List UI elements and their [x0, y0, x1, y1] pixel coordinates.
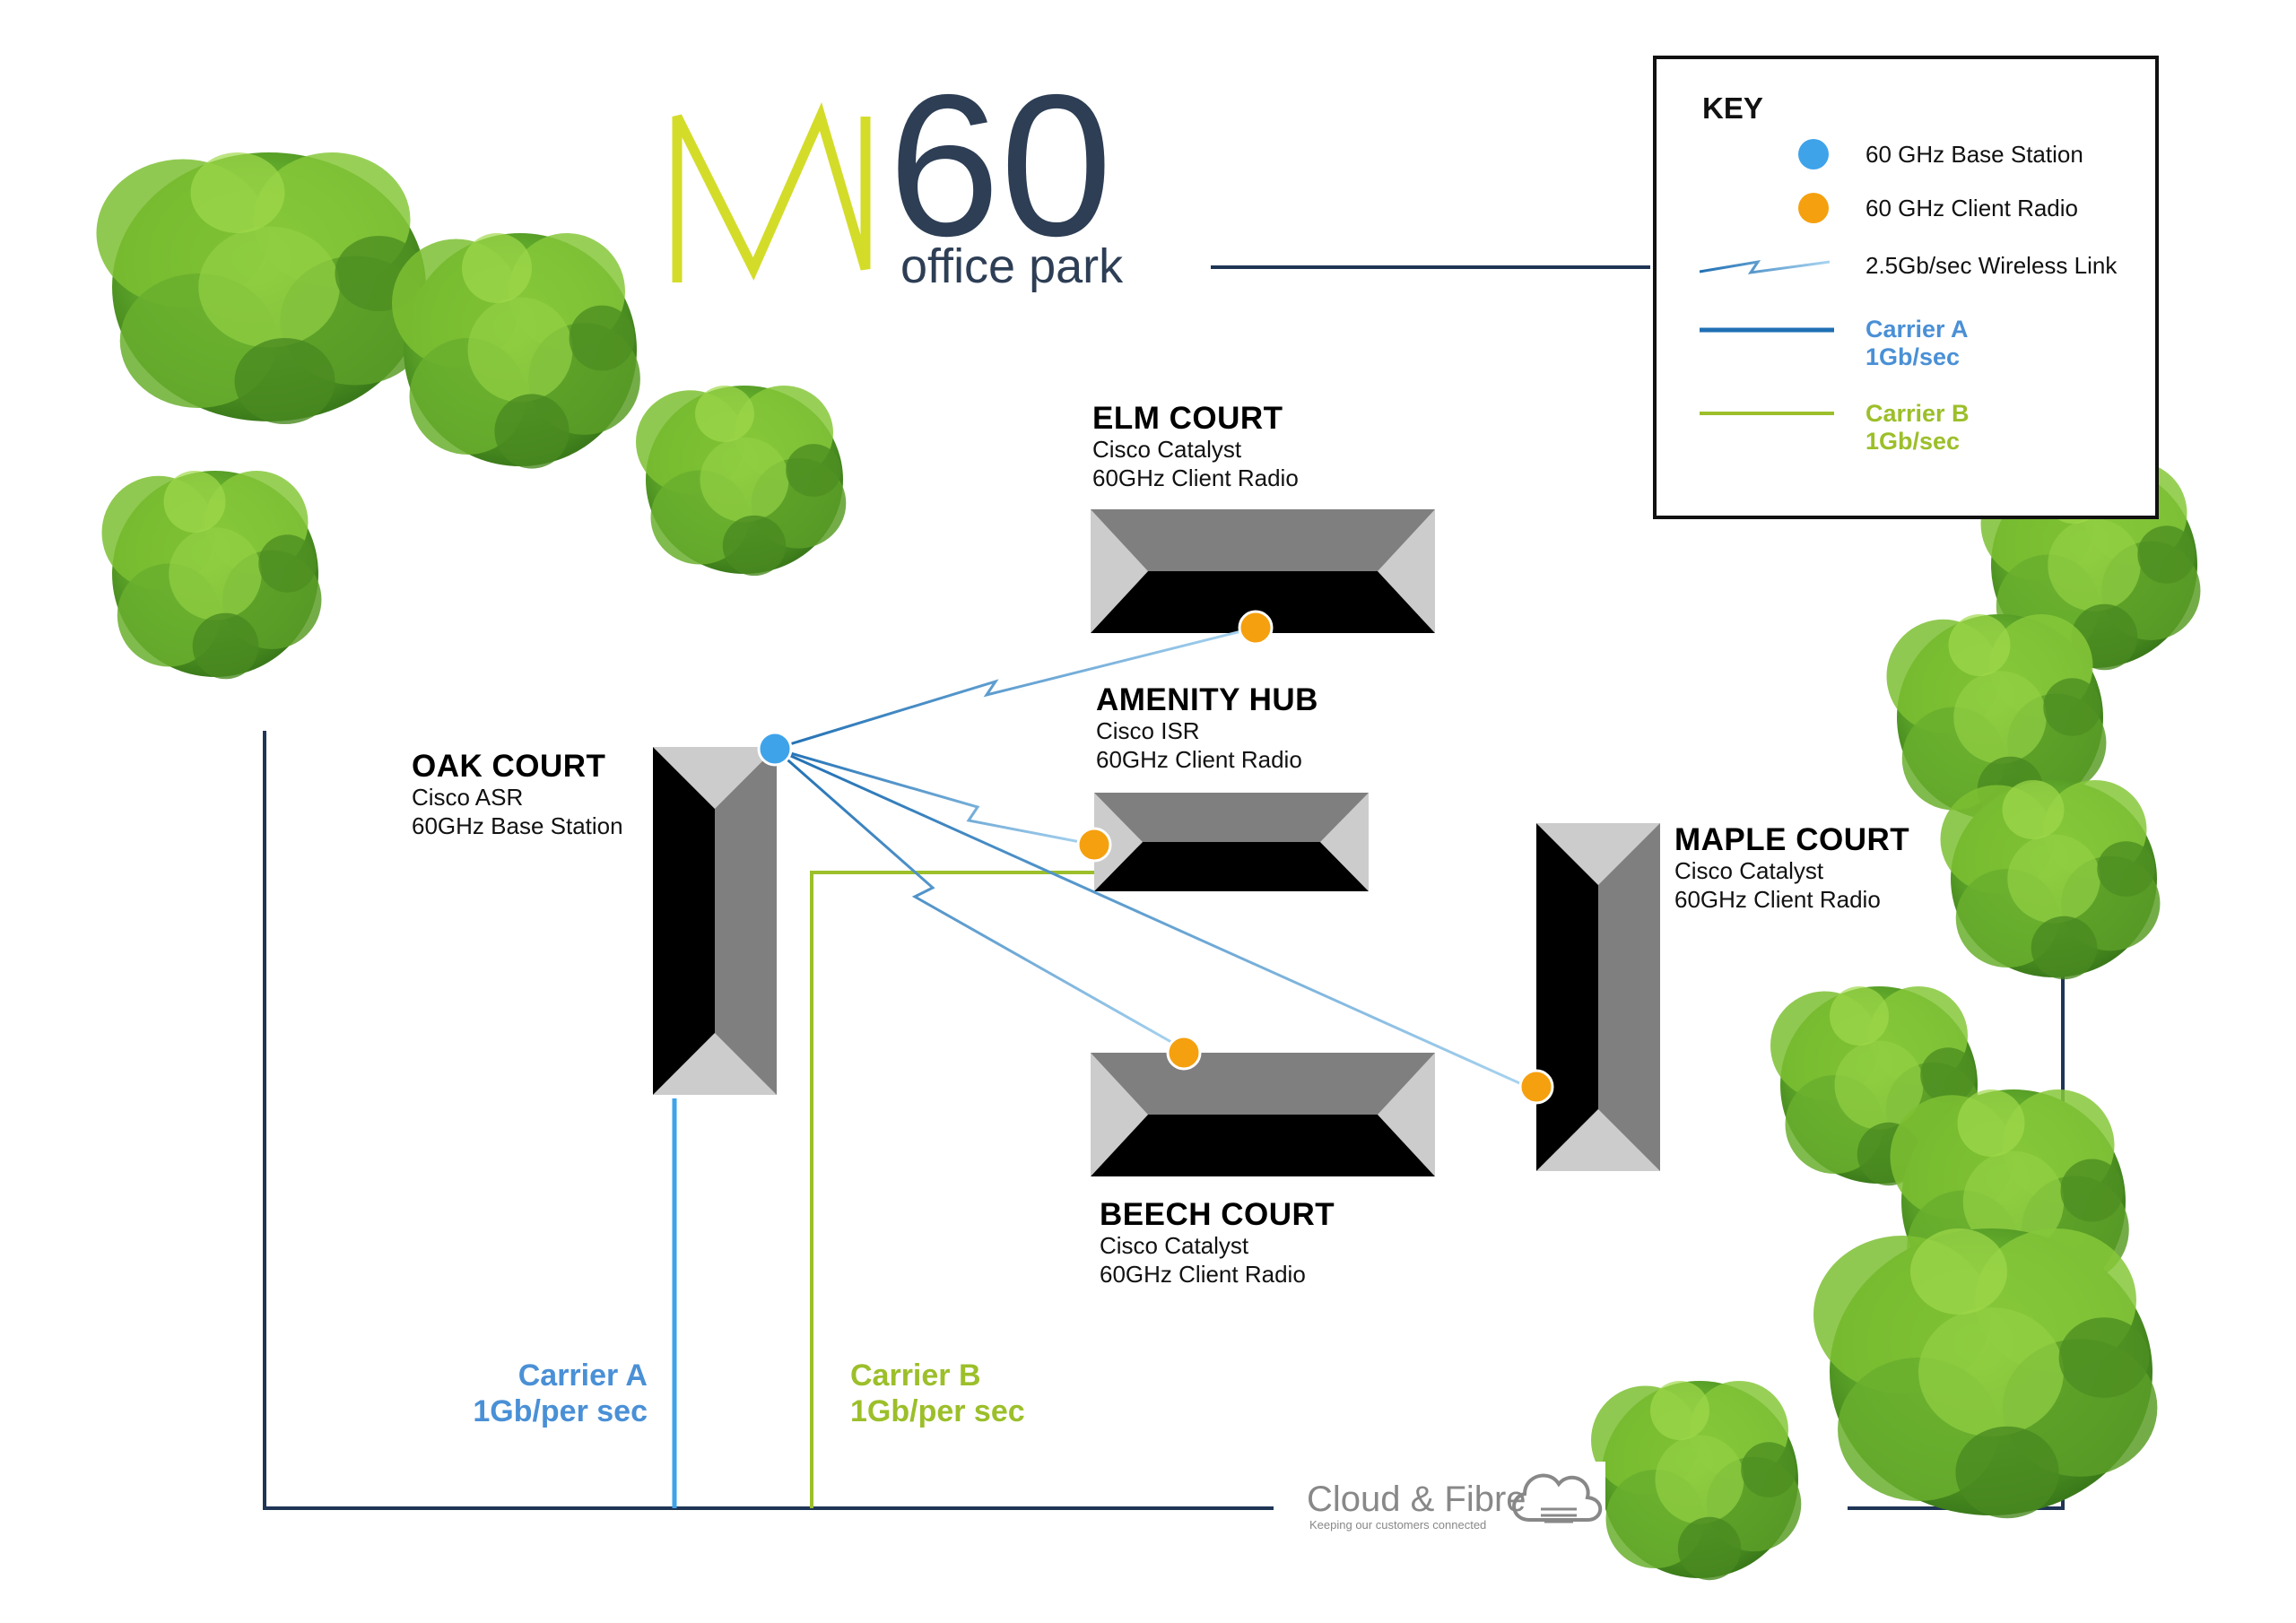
oak-court-line2: 60GHz Base Station	[412, 812, 623, 839]
logo-subtitle: office park	[900, 239, 1124, 293]
carrier-b-line	[810, 871, 1099, 1508]
oak-court-title: OAK COURT	[412, 749, 605, 784]
legend-client-radio: 60 GHz Client Radio	[1866, 195, 2078, 221]
building-oak-court	[653, 747, 777, 1095]
tree-icon	[1591, 462, 2201, 1581]
carrier-b-name: Carrier B	[850, 1358, 981, 1393]
provider-tagline: Keeping our customers connected	[1309, 1518, 1486, 1532]
cloud-icon	[1512, 1473, 1603, 1523]
base-station-oak-icon	[757, 731, 793, 767]
legend-carrier-a-speed: 1Gb/sec	[1866, 343, 1960, 370]
beech-court-title: BEECH COURT	[1100, 1197, 1335, 1232]
beech-court-line1: Cisco Catalyst	[1100, 1232, 1249, 1259]
label-beech-court: BEECH COURT Cisco Catalyst 60GHz Client …	[1100, 1197, 1335, 1288]
client-radio-beech-icon	[1166, 1035, 1202, 1071]
base-station-icon	[1798, 139, 1829, 169]
logo-number: 60	[888, 52, 1112, 278]
legend-box	[1653, 56, 2159, 519]
link-to-amenity	[774, 747, 1095, 846]
building-beech-court	[1091, 1053, 1435, 1176]
client-radio-amenity-icon	[1076, 827, 1112, 863]
logo-m-mark	[672, 102, 871, 282]
legend: KEY 60 GHz Base Station 60 GHz Client Ra…	[1653, 56, 2159, 519]
maple-court-line1: Cisco Catalyst	[1674, 857, 1824, 884]
label-elm-court: ELM COURT Cisco Catalyst 60GHz Client Ra…	[1092, 401, 1299, 491]
beech-court-line2: 60GHz Client Radio	[1100, 1261, 1306, 1288]
m60-logo: 60 office park	[672, 52, 1124, 293]
maple-court-title: MAPLE COURT	[1674, 822, 1909, 857]
wireless-links	[774, 626, 1535, 1091]
link-to-maple	[774, 747, 1535, 1091]
client-radio-icon	[1798, 193, 1829, 223]
carrier-b-speed: 1Gb/per sec	[850, 1394, 1025, 1428]
legend-carrier-b-speed: 1Gb/sec	[1866, 428, 1960, 455]
link-to-beech	[774, 747, 1185, 1051]
link-to-elm	[774, 626, 1257, 751]
client-radio-maple-icon	[1518, 1069, 1554, 1105]
elm-court-line1: Cisco Catalyst	[1092, 436, 1242, 463]
client-radio-elm-icon	[1238, 610, 1274, 646]
cloud-fibre-logo: Cloud & Fibre Keeping our customers conn…	[1278, 1462, 1605, 1542]
backbone-left-bottom	[263, 731, 1274, 1510]
building-amenity-hub	[1094, 793, 1369, 891]
building-elm-court	[1091, 509, 1435, 633]
provider-name: Cloud & Fibre	[1307, 1480, 1526, 1519]
wireless-link-icon	[1699, 259, 1831, 274]
elm-court-title: ELM COURT	[1092, 401, 1283, 436]
legend-carrier-b-name: Carrier B	[1866, 400, 1970, 427]
legend-base-station: 60 GHz Base Station	[1866, 141, 2083, 168]
oak-court-line1: Cisco ASR	[412, 784, 523, 811]
amenity-hub-line2: 60GHz Client Radio	[1096, 746, 1302, 773]
legend-wireless-link: 2.5Gb/sec Wireless Link	[1866, 252, 2118, 279]
label-amenity-hub: AMENITY HUB Cisco ISR 60GHz Client Radio	[1096, 682, 1318, 773]
label-oak-court: OAK COURT Cisco ASR 60GHz Base Station	[412, 749, 623, 839]
maple-court-line2: 60GHz Client Radio	[1674, 886, 1881, 913]
amenity-hub-title: AMENITY HUB	[1096, 682, 1318, 717]
building-maple-court	[1536, 823, 1660, 1171]
carrier-a-label: Carrier A 1Gb/per sec	[473, 1358, 648, 1428]
carrier-a-name: Carrier A	[518, 1358, 648, 1393]
carrier-a-speed: 1Gb/per sec	[473, 1394, 648, 1428]
carrier-b-label: Carrier B 1Gb/per sec	[850, 1358, 1025, 1428]
legend-title: KEY	[1702, 91, 1763, 125]
elm-court-line2: 60GHz Client Radio	[1092, 464, 1299, 491]
amenity-hub-line1: Cisco ISR	[1096, 717, 1200, 744]
label-maple-court: MAPLE COURT Cisco Catalyst 60GHz Client …	[1674, 822, 1909, 913]
legend-carrier-a-name: Carrier A	[1866, 316, 1969, 343]
